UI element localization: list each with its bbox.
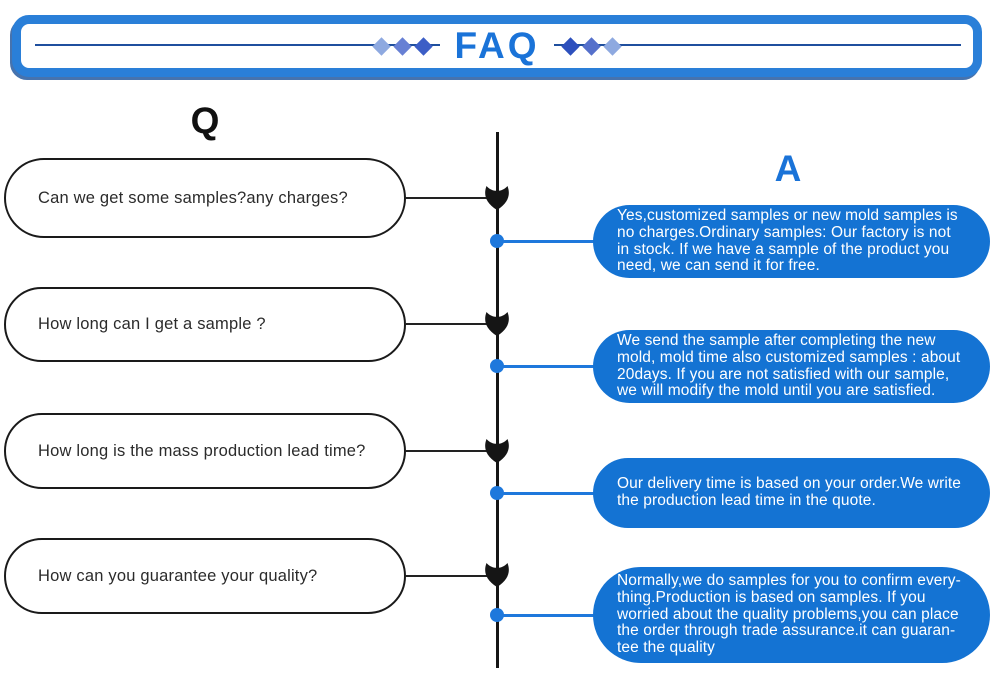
diamond-icon <box>372 36 392 56</box>
timeline-shield-marker-icon <box>485 439 509 463</box>
answer-text: We send the sample after completing the … <box>617 331 961 400</box>
timeline-shield-marker-icon <box>485 186 509 210</box>
question-bubble: How can you guarantee your quality? <box>4 538 406 614</box>
timeline-dot-icon <box>490 486 504 500</box>
answer-text: Yes,customized samples or new mold sampl… <box>617 206 958 275</box>
diamond-icon <box>581 36 601 56</box>
question-text: Can we get some samples?any charges? <box>38 188 348 207</box>
answer-bubble: Normally,we do samples for you to confir… <box>593 567 990 663</box>
timeline-line <box>496 132 499 668</box>
page-title: FAQ <box>440 24 554 68</box>
answer-connector-line <box>497 365 594 368</box>
answer-connector-line <box>497 614 594 617</box>
answer-text: Our delivery time is based on your order… <box>617 475 962 509</box>
faq-banner: FAQ <box>12 15 982 77</box>
question-connector-line <box>406 450 497 453</box>
question-connector-line <box>406 575 497 578</box>
diamond-icon <box>414 36 434 56</box>
question-bubble: How long can I get a sample ? <box>4 287 406 362</box>
questions-column-header: Q <box>190 100 220 141</box>
diamond-icon <box>560 36 580 56</box>
timeline-shield-marker-icon <box>485 563 509 587</box>
question-text: How can you guarantee your quality? <box>38 566 318 585</box>
banner-content: FAQ <box>21 24 973 68</box>
timeline-shield-marker-icon <box>485 312 509 336</box>
answer-bubble: Yes,customized samples or new mold sampl… <box>593 205 990 278</box>
diamond-icon <box>602 36 622 56</box>
answer-text: Normally,we do samples for you to confir… <box>617 572 961 657</box>
diamond-icon <box>393 36 413 56</box>
timeline-dot-icon <box>490 359 504 373</box>
question-text: How long can I get a sample ? <box>38 315 266 333</box>
question-connector-line <box>406 323 497 326</box>
question-bubble: How long is the mass production lead tim… <box>4 413 406 489</box>
answer-bubble: Our delivery time is based on your order… <box>593 458 990 528</box>
question-text: How long is the mass production lead tim… <box>38 441 366 460</box>
question-bubble: Can we get some samples?any charges? <box>4 158 406 238</box>
timeline-dot-icon <box>490 234 504 248</box>
timeline-dot-icon <box>490 608 504 622</box>
question-connector-line <box>406 197 497 200</box>
answer-connector-line <box>497 492 594 495</box>
answers-column-header: A <box>774 148 802 189</box>
answer-connector-line <box>497 240 594 243</box>
answer-bubble: We send the sample after completing the … <box>593 330 990 403</box>
